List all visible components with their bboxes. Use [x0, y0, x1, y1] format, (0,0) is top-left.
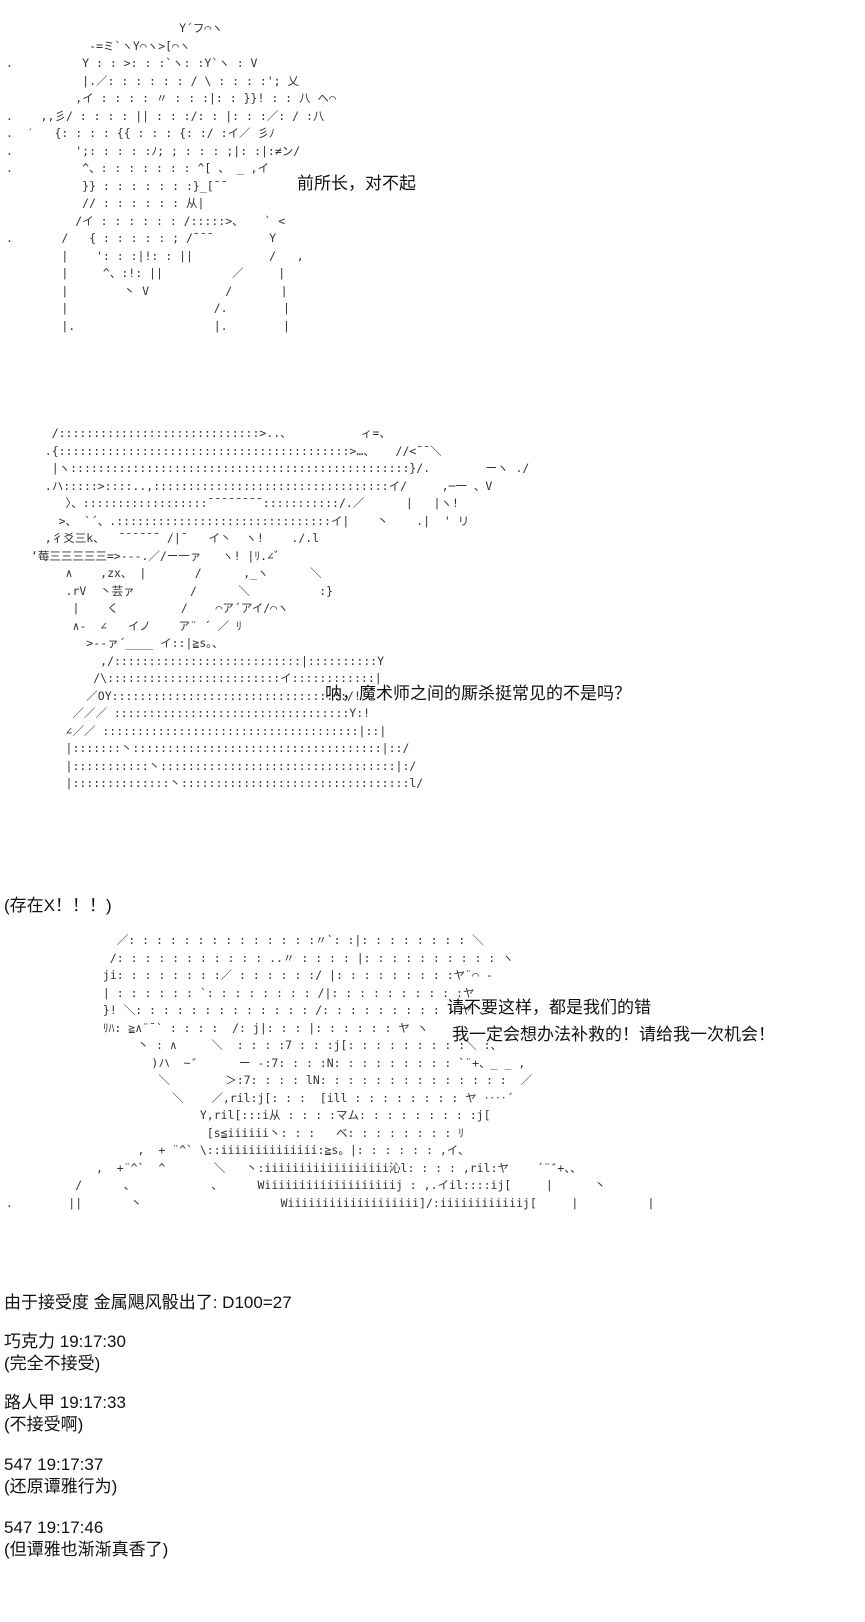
comment-text: (完全不接受): [4, 1354, 101, 1373]
comment-time: 19:17:46: [37, 1518, 104, 1537]
roll-result: 由于接受度 金属飓风骰出了: D100=27: [4, 1293, 292, 1312]
speech-line-1: 前所长，对不起: [297, 174, 416, 193]
comment-text: (但谭雅也渐渐真香了): [4, 1540, 169, 1559]
comment-user: 巧克力: [4, 1332, 55, 1351]
comment-user: 路人甲: [4, 1393, 55, 1412]
comment-time: 19:17:33: [59, 1393, 126, 1412]
comment-text: (不接受啊): [4, 1415, 84, 1434]
comment-text: (还原谭雅行为): [4, 1477, 118, 1496]
speech-line-3a: 请不要这样，都是我们的错: [447, 998, 651, 1017]
ascii-art-figure-3: ／: : : : : : : : : : : : : :〃`: :|: : : …: [6, 933, 655, 1210]
ascii-art-figure-1: Y´フ⌒ヽ -=ミ`ヽY⌒ヽ>[⌒ヽ . Y : : >: : :`ヽ: :Y`…: [6, 21, 336, 333]
speech-line-2: 呐，魔术师之间的厮杀挺常见的不是吗？: [325, 684, 631, 703]
comment-time: 19:17:30: [59, 1332, 126, 1351]
ascii-art-figure-2: /:::::::::::::::::::::::::::::>..、 ィ=、 .…: [30, 426, 530, 790]
speech-line-3b: 我一定会想办法补救的！请给我一次机会！: [452, 1025, 775, 1044]
comment-header: 547 19:17:37: [4, 1455, 103, 1475]
comment-time: 19:17:37: [37, 1455, 104, 1474]
aside-text: (存在X！！！): [4, 896, 112, 915]
comment-header: 547 19:17:46: [4, 1518, 103, 1538]
comment-user: 547: [4, 1455, 33, 1474]
comment-header: 巧克力 19:17:30: [4, 1332, 126, 1352]
comment-user: 547: [4, 1518, 33, 1537]
comment-header: 路人甲 19:17:33: [4, 1393, 126, 1413]
